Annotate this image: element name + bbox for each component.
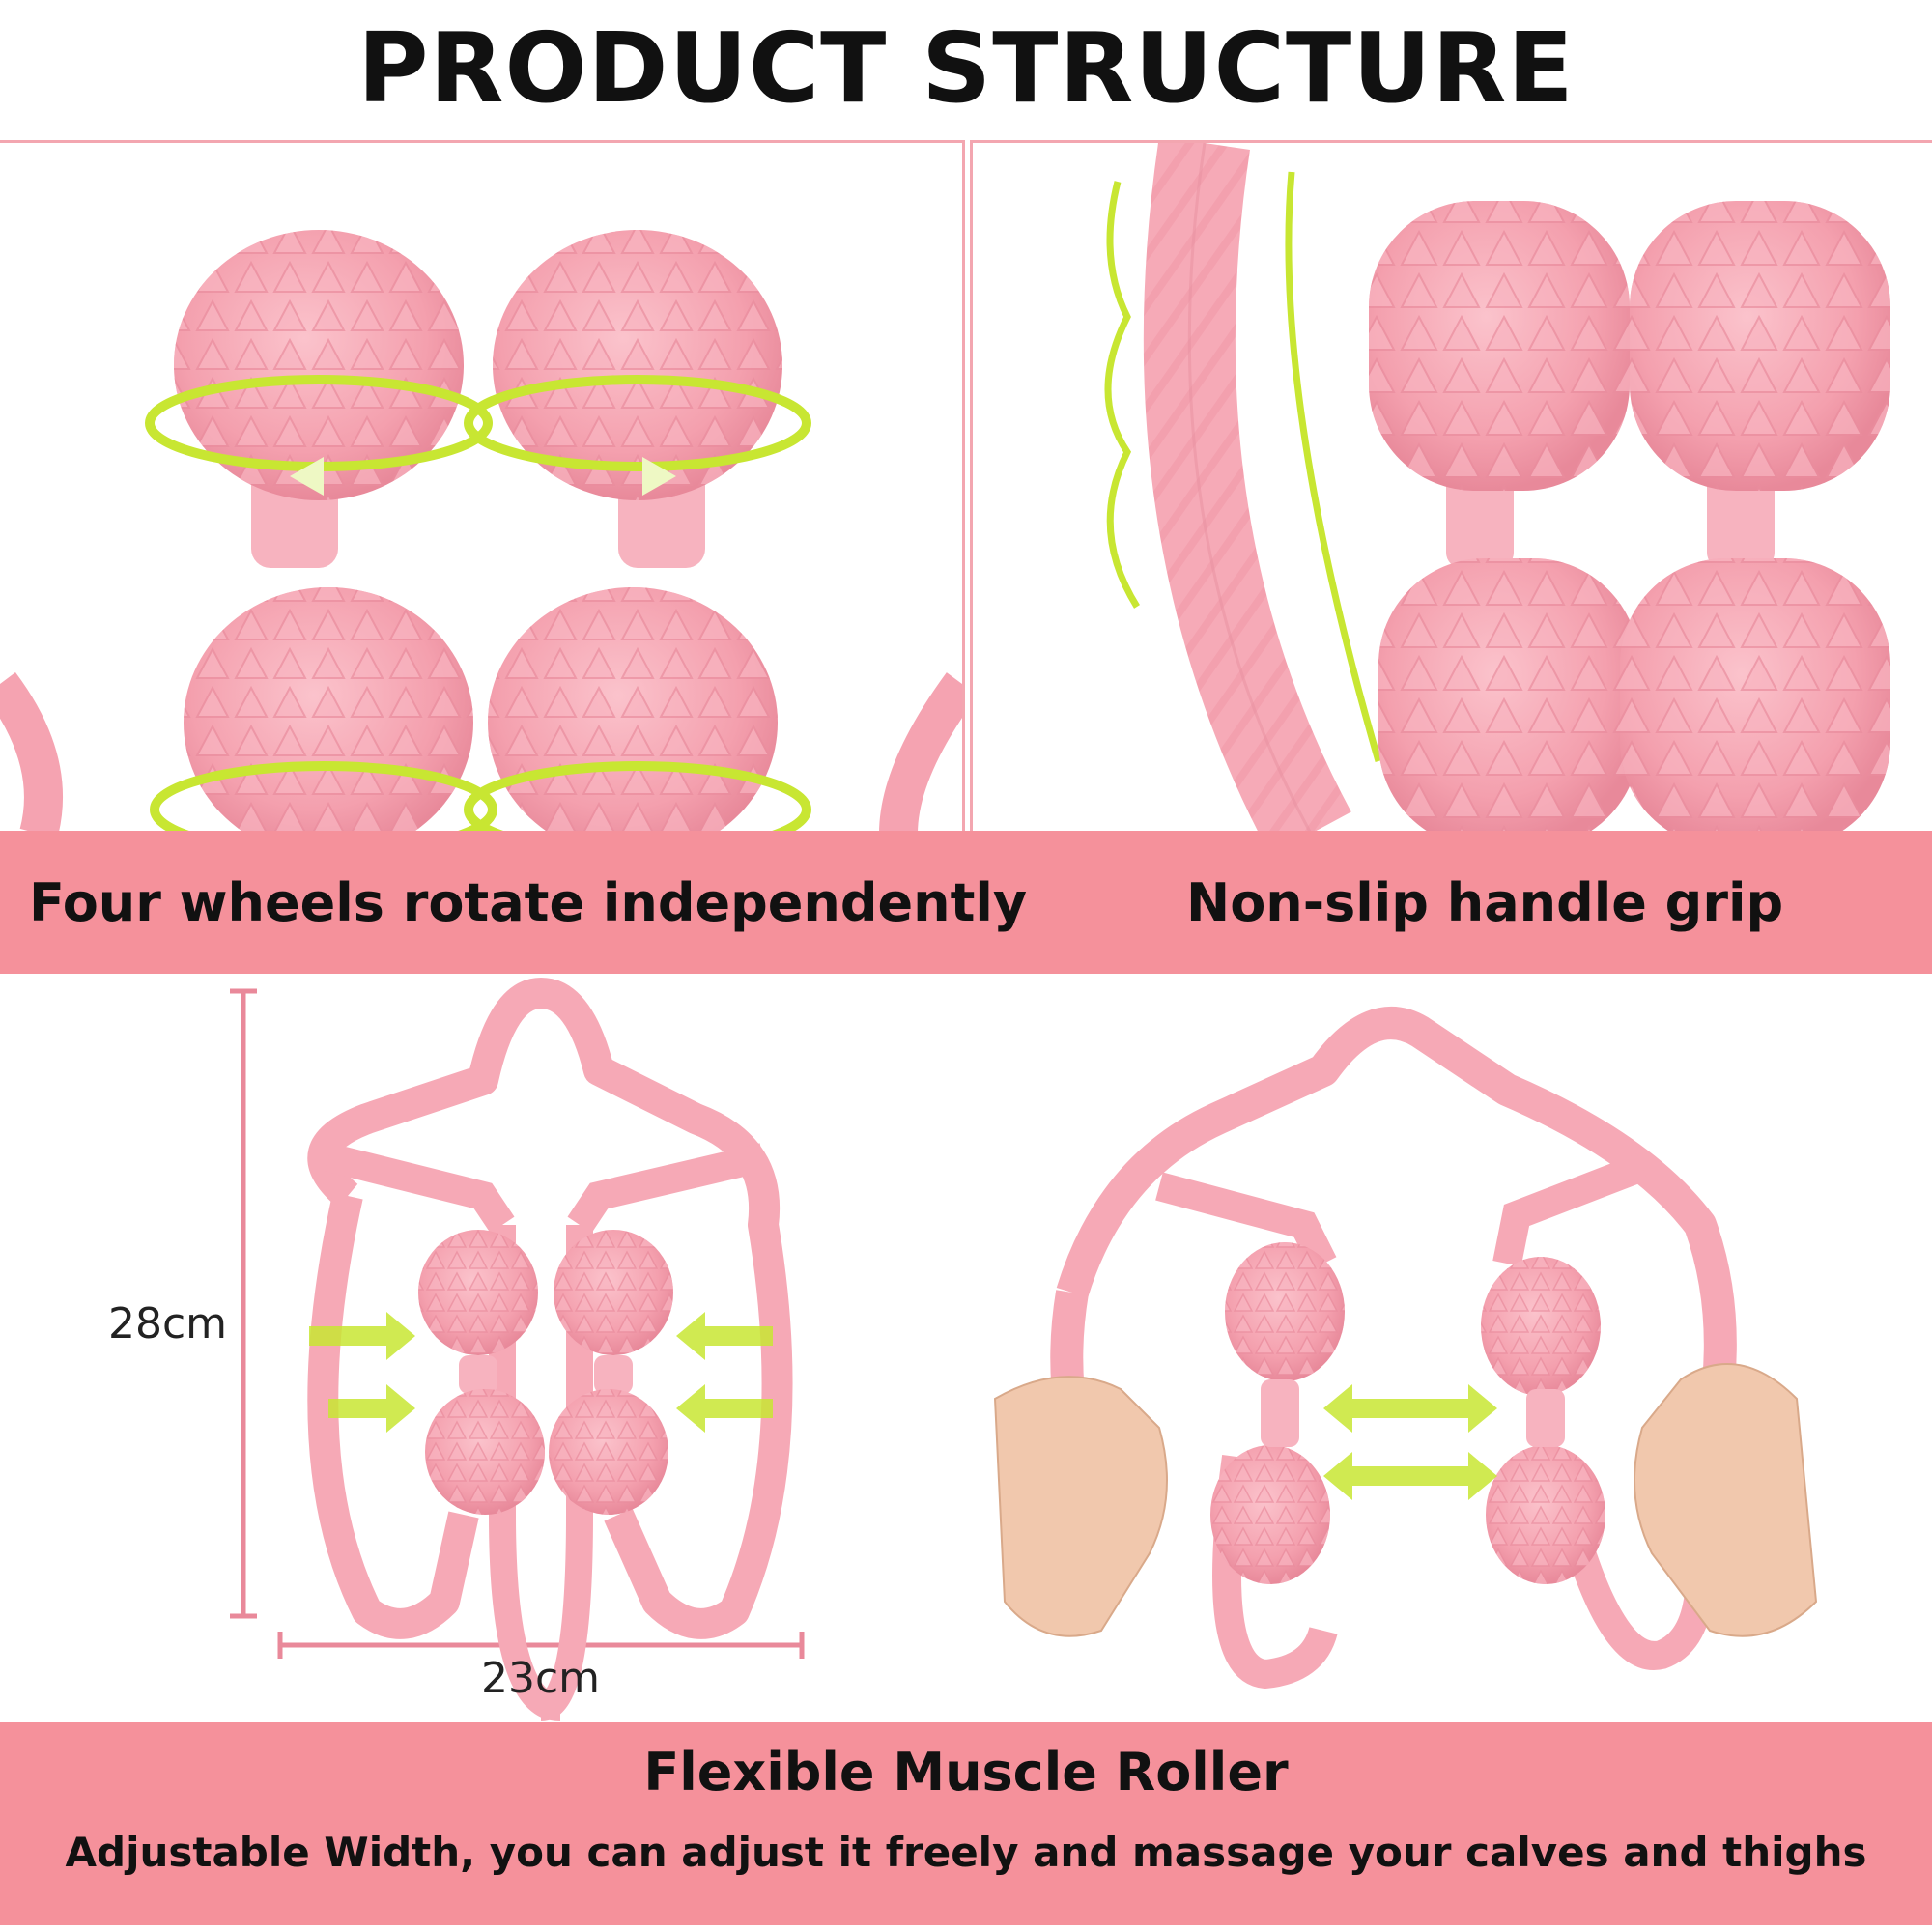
product-caption: Flexible Muscle Roller (643, 1742, 1289, 1803)
height-dimension-label: 28cm (108, 1299, 228, 1349)
feature-label-band: Four wheels rotate independently Non-sli… (0, 831, 1932, 974)
width-adjust-arrow-icon (1323, 1384, 1497, 1500)
product-overview-image (230, 978, 1818, 1721)
wheels-closeup-image (0, 230, 962, 834)
wheel-ball (174, 230, 464, 500)
handle-grip-image (1104, 143, 1890, 834)
product-subcaption: Adjustable Width, you can adjust it free… (65, 1829, 1867, 1876)
feature-label-grip: Non-slip handle grip (1186, 871, 1784, 933)
dimension-lines (230, 988, 805, 1659)
caption-band: Flexible Muscle Roller Adjustable Width,… (0, 1722, 1932, 1925)
width-dimension-label: 23cm (481, 1654, 601, 1703)
page-title: PRODUCT STRUCTURE (357, 11, 1575, 125)
product-overview-panel: 28cm 23cm (0, 974, 1932, 1722)
squeeze-arrow-icon (309, 1312, 773, 1433)
wave-line-icon (1104, 181, 1140, 609)
wheels-closeup-panel (0, 140, 965, 834)
handle-grip-panel (970, 140, 1932, 834)
hand-icon (993, 1363, 1818, 1637)
feature-label-rotate: Four wheels rotate independently (29, 871, 1028, 933)
